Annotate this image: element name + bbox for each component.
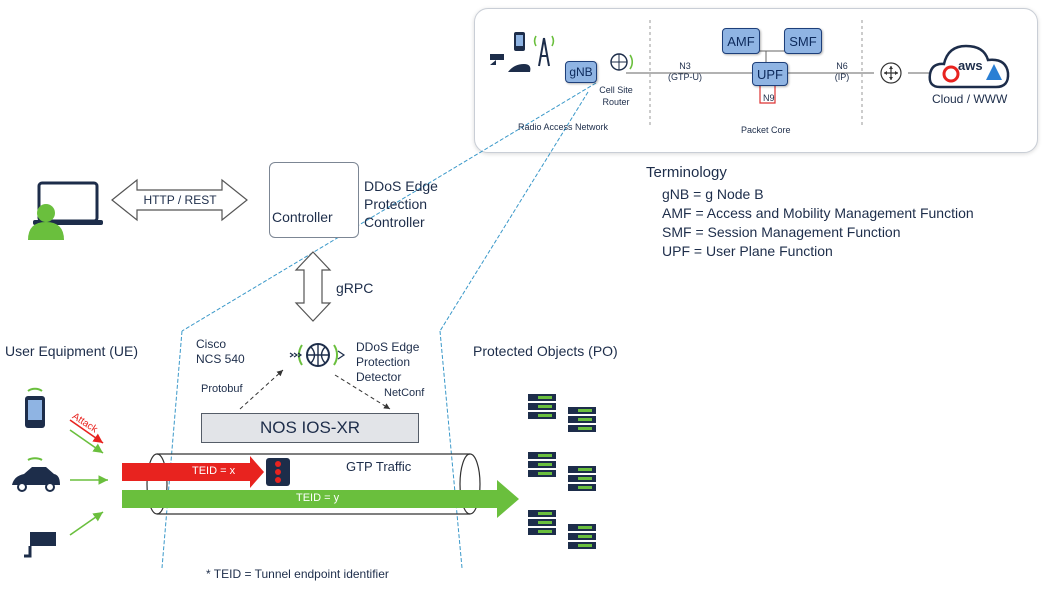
server-led xyxy=(538,463,552,466)
detector-globe-icon xyxy=(289,343,346,367)
server-led xyxy=(578,477,592,480)
cloud-label: Cloud / WWW xyxy=(932,92,1008,106)
po-section-title: Protected Objects (PO) xyxy=(473,343,618,359)
router-name-line2: NCS 540 xyxy=(196,352,245,366)
attack-flow-arrow xyxy=(122,456,264,488)
ue-smartphone-icon xyxy=(25,387,45,428)
terminology-item: gNB = g Node B xyxy=(662,186,764,202)
terminology-item: AMF = Access and Mobility Management Fun… xyxy=(662,205,974,221)
terminology-item: SMF = Session Management Function xyxy=(662,224,901,240)
amf-node: AMF xyxy=(722,28,760,54)
ue-camera-icon xyxy=(24,532,56,558)
nos-ios-xr-box: NOS IOS-XR xyxy=(201,413,419,443)
server-led xyxy=(578,486,592,489)
n3-label: N3 xyxy=(679,61,691,71)
protobuf-label: Protobuf xyxy=(201,383,243,395)
server-led xyxy=(538,414,552,417)
controller-box-label: Controller xyxy=(272,209,333,225)
detector-label-line1: DDoS Edge xyxy=(356,340,420,354)
controller-box xyxy=(269,162,359,238)
ue-attack-arrow xyxy=(69,419,104,444)
terminology-heading: Terminology xyxy=(646,164,727,181)
ue-phone-arrow xyxy=(69,429,104,454)
server-led xyxy=(578,409,592,412)
grpc-label: gRPC xyxy=(336,280,374,296)
protobuf-arrow xyxy=(239,369,284,410)
n3-sub-label: (GTP-U) xyxy=(668,72,702,82)
admin-laptop-icon xyxy=(28,181,103,240)
gtp-traffic-label: GTP Traffic xyxy=(346,459,412,474)
netconf-arrow xyxy=(334,374,391,410)
gnb-node: gNB xyxy=(565,61,597,83)
ue-car-icon xyxy=(12,457,60,492)
cloud-icon xyxy=(928,44,1010,89)
controller-side-label-line1: DDoS Edge xyxy=(364,178,438,194)
zoom-lines xyxy=(161,82,597,569)
n9-loop xyxy=(759,84,776,104)
blocked-teid-label: TEID = x xyxy=(192,465,236,477)
server-led xyxy=(538,512,552,515)
server-led xyxy=(578,468,592,471)
server-led xyxy=(578,535,592,538)
ue-section-title: User Equipment (UE) xyxy=(5,343,139,359)
teid-footnote: * TEID = Tunnel endpoint identifier xyxy=(206,567,389,581)
allowed-teid-label: TEID = y xyxy=(296,492,340,504)
aws-logo-text: aws xyxy=(958,58,983,73)
section-dividers xyxy=(649,20,863,128)
server-led xyxy=(578,526,592,529)
detector-label-line2: Protection xyxy=(356,355,411,369)
n6-sub-label: (IP) xyxy=(834,72,850,82)
server-led xyxy=(538,530,552,533)
server-led xyxy=(538,454,552,457)
cell-site-router-label: Cell Site Router xyxy=(599,85,633,107)
router-icon xyxy=(880,62,902,84)
controller-side-label-line3: Controller xyxy=(364,214,425,230)
http-rest-label: HTTP / REST xyxy=(143,193,217,207)
packet-core-label: Packet Core xyxy=(741,125,791,135)
http-rest-arrow xyxy=(111,178,248,222)
ue-camera-arrow xyxy=(69,511,104,536)
router-name-line1: Cisco xyxy=(196,337,227,351)
cell-router-globe-icon xyxy=(610,53,634,71)
server-led xyxy=(538,521,552,524)
server-led xyxy=(578,427,592,430)
allowed-flow-arrow xyxy=(122,480,519,518)
traffic-light-icon xyxy=(266,458,290,486)
ran-label: Radio Access Network xyxy=(518,122,609,132)
server-led xyxy=(538,396,552,399)
netconf-label: NetConf xyxy=(384,387,425,399)
server-led xyxy=(538,405,552,408)
terminology-item: UPF = User Plane Function xyxy=(662,243,833,259)
server-led xyxy=(538,472,552,475)
controller-side-label-line2: Protection xyxy=(364,196,428,212)
detector-label-line3: Detector xyxy=(356,370,402,384)
po-servers-icon xyxy=(528,394,596,549)
n6-label: N6 xyxy=(836,61,848,71)
smf-node: SMF xyxy=(784,28,822,54)
server-led xyxy=(578,418,592,421)
ran-devices-icon xyxy=(490,32,555,72)
n9-label: N9 xyxy=(763,93,775,103)
upf-node: UPF xyxy=(752,62,788,86)
server-led xyxy=(578,544,592,547)
grpc-arrow xyxy=(294,251,332,322)
